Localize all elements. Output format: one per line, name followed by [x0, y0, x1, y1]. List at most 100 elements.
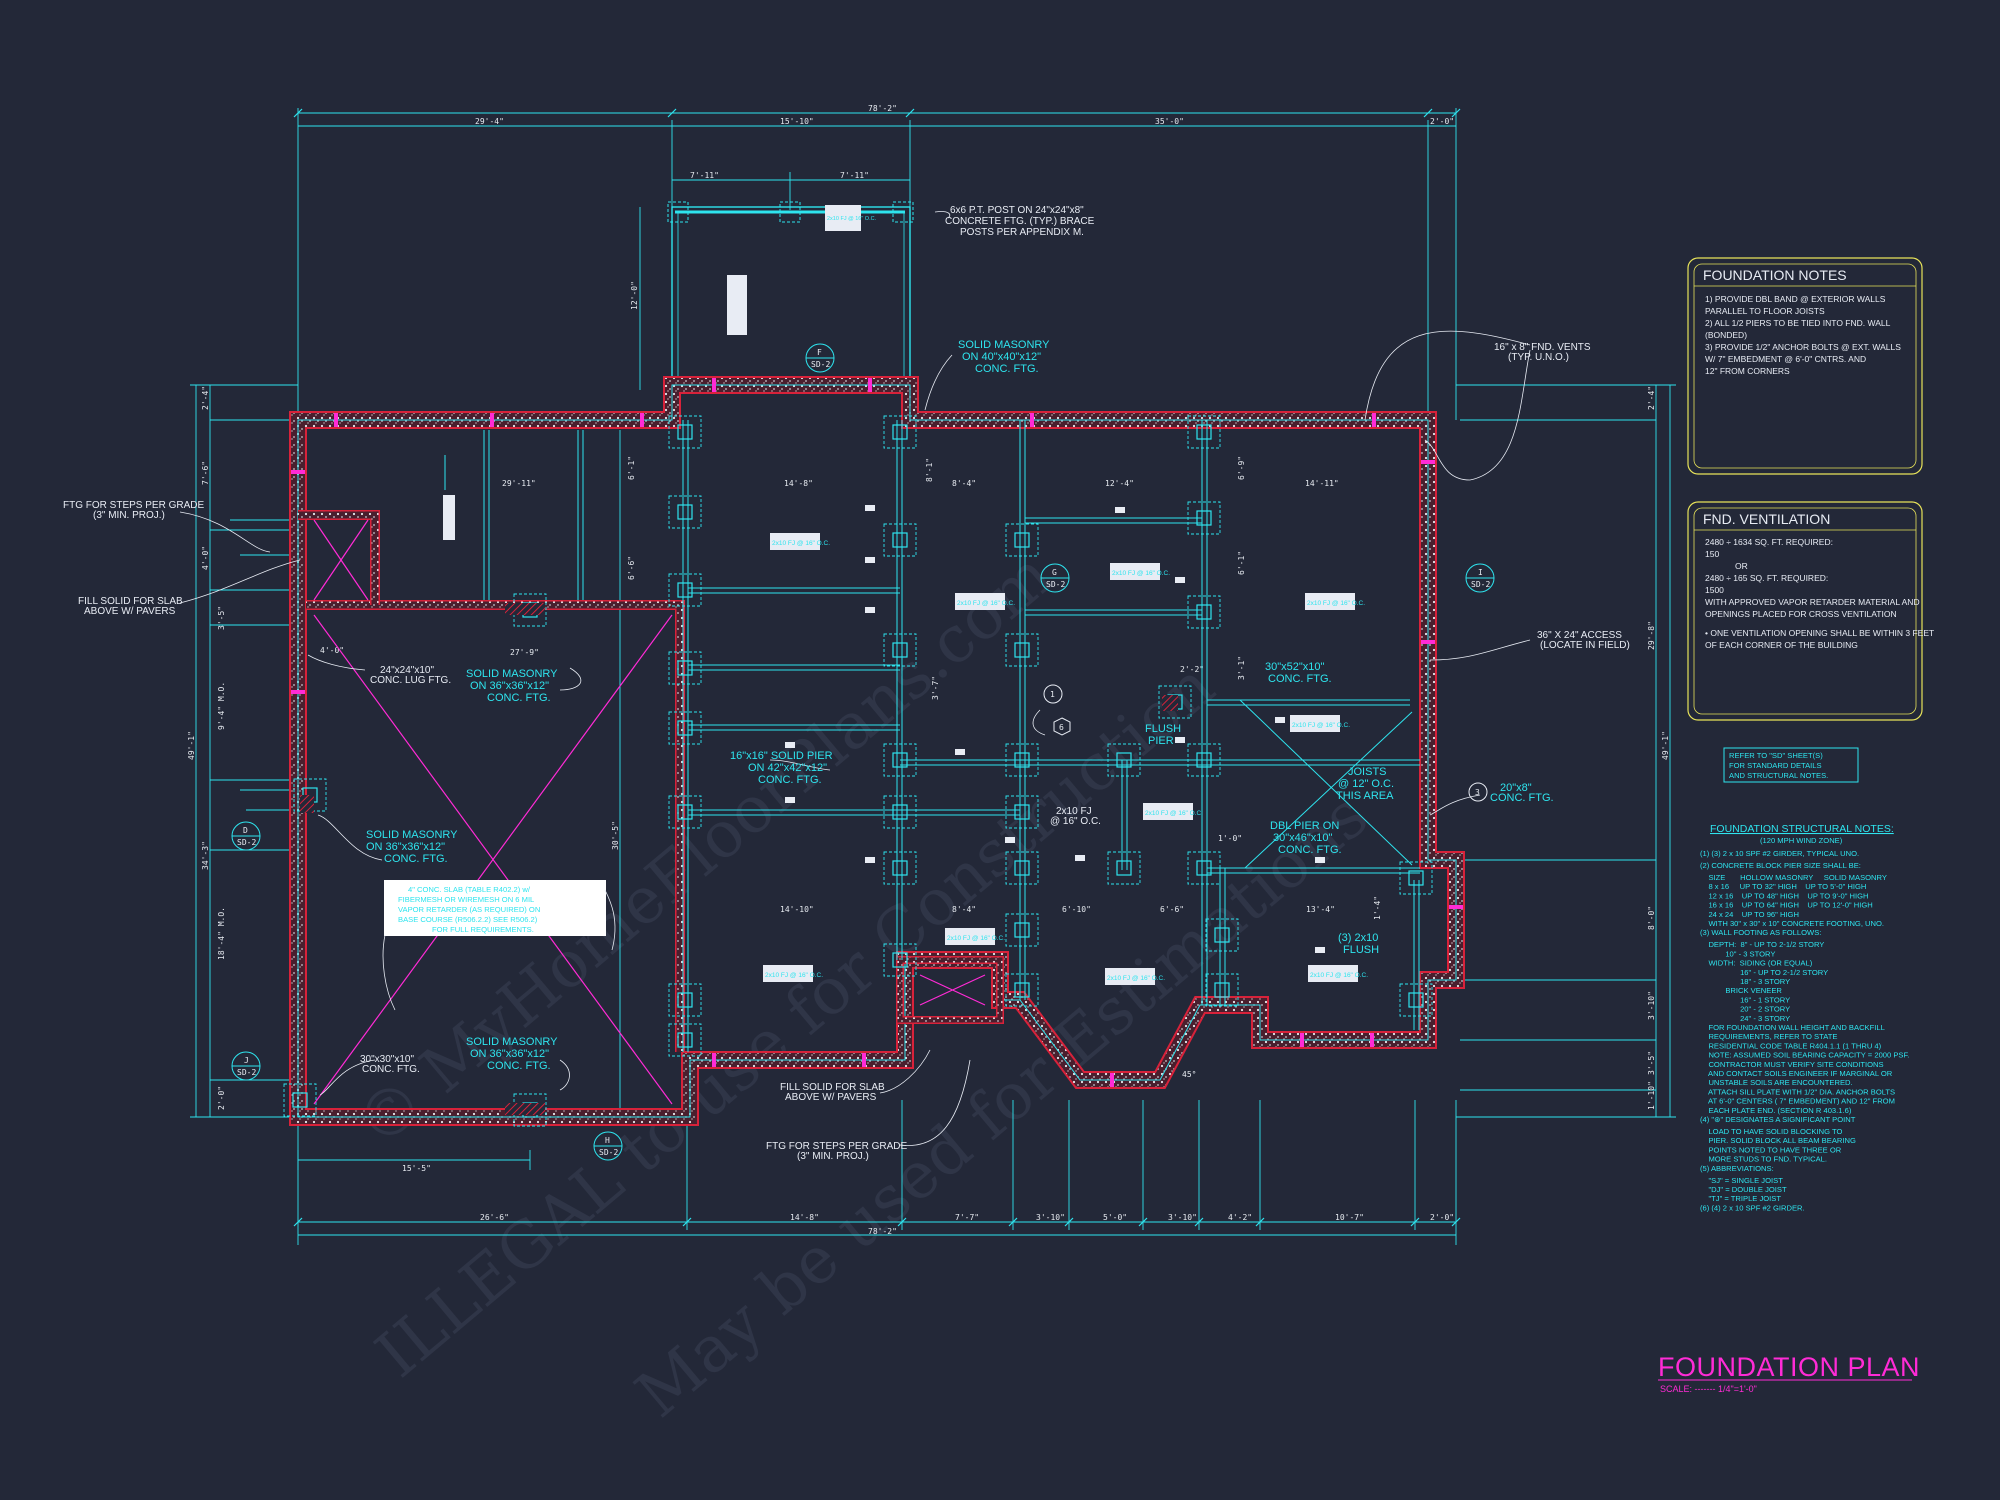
note-ref-6-num: 6	[1059, 723, 1064, 732]
structural-note-line: REQUIREMENTS, REFER TO STATE	[1700, 1032, 1837, 1041]
structural-note-line: NOTE: ASSUMED SOIL BEARING CAPACITY = 20…	[1700, 1051, 1909, 1060]
pier	[892, 642, 908, 658]
front-porch	[443, 201, 914, 540]
dim-top-seg-3: 35'-0"	[1155, 117, 1184, 126]
dim-bottom-seg-1: 26'-6"	[480, 1213, 509, 1222]
structural-note-line: FOR FOUNDATION WALL HEIGHT AND BACKFILL	[1700, 1023, 1885, 1032]
callout-access-2: (LOCATE IN FIELD)	[1540, 640, 1630, 651]
section-sheet: SD-2	[1046, 580, 1065, 589]
pier-footing	[1187, 595, 1221, 629]
section-letter: G	[1052, 568, 1057, 577]
structural-note-line: WITH 30" x 30" x 10" CONCRETE FOOTING, U…	[1700, 919, 1884, 928]
callout-solid-pier-2: ON 42"x42"x12"	[748, 762, 827, 774]
ventilation-line: WITH APPROVED VAPOR RETARDER MATERIAL AN…	[1705, 597, 1920, 607]
structural-note-line: SIZE HOLLOW MASONRY SOLID MASONRY	[1700, 873, 1887, 882]
dim-left-seg-4: 3'-5"	[217, 606, 226, 630]
callout-fj16-1: 2x10 FJ	[1056, 806, 1092, 817]
callout-solid-masonry-top-3: CONC. FTG.	[975, 363, 1039, 375]
structural-note-line: (2) CONCRETE BLOCK PIER SIZE SHALL BE:	[1700, 861, 1861, 870]
dim-int-20: 8'-1"	[925, 458, 934, 482]
structural-note-line: 24" - 3 STORY	[1700, 1014, 1790, 1023]
callout-solid-masonry-mid-2: ON 36"x36"x12"	[470, 680, 549, 692]
step-footings	[300, 603, 1178, 1115]
pier	[1214, 927, 1230, 943]
pier-footing	[668, 1023, 702, 1057]
callouts: 6x6 P.T. POST ON 24"x24"x8" CONCRETE FTG…	[63, 205, 1630, 1162]
leader-lines	[179, 211, 1531, 1146]
dim-int-23: 3'-1"	[1237, 656, 1246, 680]
callout-joists-1: JOISTS	[1348, 766, 1387, 778]
dim-int-5: 14'-11"	[1305, 479, 1339, 488]
pier-footing	[668, 573, 702, 607]
structural-note-line: DEPTH: 8" - UP TO 2-1/2 STORY	[1700, 940, 1824, 949]
dim-int-14: 1'-0"	[1218, 834, 1242, 843]
dim-int-15: 15'-5"	[402, 1164, 431, 1173]
callout-post-2: CONCRETE FTG. (TYP.) BRACE	[945, 216, 1095, 227]
callout-fill-solid-bottom-2: ABOVE W/ PAVERS	[785, 1092, 877, 1103]
joist-tag: 2x10 FJ @ 16" O.C.	[763, 965, 823, 982]
structural-note-line: 24 x 24 UP TO 96" HIGH	[1700, 910, 1799, 919]
structural-note-line: ATTACH SILL PLATE WITH 1/2" DIA. ANCHOR …	[1700, 1087, 1895, 1096]
joist-tag-text: 2x10 FJ @ 16" O.C.	[957, 600, 1015, 607]
dim-bottom-seg-9: 2'-0"	[1430, 1213, 1454, 1222]
structural-note-line: 10" - 3 STORY	[1700, 949, 1775, 958]
callout-solid-masonry-left-1: SOLID MASONRY	[366, 829, 458, 841]
callout-solid-masonry-mid-1: SOLID MASONRY	[466, 668, 558, 680]
dim-left-seg-7: 18'-4" M.O.	[217, 907, 226, 960]
dim-left-seg-1: 2'-4"	[201, 386, 210, 410]
dim-top-seg-4: 2'-0"	[1430, 117, 1454, 126]
dim-top-seg-1: 29'-4"	[475, 117, 504, 126]
pier-footing	[1205, 973, 1239, 1007]
slab-note-line: 4" CONC. SLAB (TABLE R402.2) w/	[408, 885, 531, 894]
section-letter: F	[817, 348, 822, 357]
dim-right-seg-6: 1'-10"	[1647, 1081, 1656, 1110]
joist-marker	[865, 557, 875, 563]
pier	[1408, 992, 1424, 1008]
joist-tag-text: 2x10 FJ @ 16" O.C.	[772, 540, 830, 547]
joist-tag-text: 2x10 FJ @ 16" O.C.	[1310, 972, 1368, 979]
slab-note: 4" CONC. SLAB (TABLE R402.2) w/ FIBERMES…	[384, 880, 606, 936]
joist-tag-text: 2x10 FJ @ 16" O.C.	[1112, 570, 1170, 577]
refer-sd-line: AND STRUCTURAL NOTES.	[1729, 771, 1828, 780]
pier-footing	[883, 851, 917, 885]
callout-dbl-pier-2: 30"x46"x10"	[1273, 832, 1333, 844]
pier	[1196, 424, 1212, 440]
structural-notes: FOUNDATION STRUCTURAL NOTES: (120 MPH WI…	[1700, 823, 1909, 1212]
joist-marker	[785, 797, 795, 803]
foundation-notes-panel: FOUNDATION NOTES 1) PROVIDE DBL BAND @ E…	[1687, 257, 1923, 475]
joist-marker	[1175, 737, 1185, 743]
callout-flush-pier-1: FLUSH	[1145, 723, 1181, 735]
foundation-note-line: W/ 7" EMBEDMENT @ 6'-0" CNTRS. AND	[1705, 354, 1866, 364]
pier-footing	[668, 495, 702, 529]
note-ref-6: 6	[1053, 717, 1071, 736]
callout-flush-2x10-1: (3) 2x10	[1338, 932, 1378, 944]
pier-footing	[1005, 913, 1039, 947]
joist-tag: 2x10 FJ @ 16" O.C.	[945, 928, 1005, 945]
callout-fill-solid-bottom-1: FILL SOLID FOR SLAB	[780, 1082, 885, 1093]
joist-marker	[1315, 857, 1325, 863]
joist-marker	[1005, 837, 1015, 843]
dim-int-4: 12'-4"	[1105, 479, 1134, 488]
callout-fj16-2: @ 16" O.C.	[1050, 816, 1101, 827]
callout-solid-masonry-left-2: ON 36"x36"x12"	[366, 841, 445, 853]
pier	[892, 532, 908, 548]
slab-note-line: FIBERMESH OR WIREMESH ON 6 MIL	[398, 895, 534, 904]
section-tag-f: F SD-2	[805, 343, 835, 373]
callout-dbl-pier-3: CONC. FTG.	[1278, 844, 1342, 856]
structural-note-line: RESIDENTIAL CODE TABLE R404.1.1 (1 THRU …	[1700, 1041, 1882, 1050]
pier	[892, 424, 908, 440]
callout-flush-pier-2: PIER	[1148, 735, 1174, 747]
plan-scale: SCALE: ------- 1/4"=1'-0"	[1660, 1384, 1757, 1394]
foundation-notes-title: FOUNDATION NOTES	[1703, 267, 1847, 283]
callout-fill-solid-left-2: ABOVE W/ PAVERS	[84, 606, 176, 617]
pier-footing	[1107, 743, 1141, 777]
dim-bottom-seg-5: 5'-0"	[1103, 1213, 1127, 1222]
structural-note-line: UNSTABLE SOILS ARE ENCOUNTERED.	[1700, 1078, 1853, 1087]
section-letter: I	[1478, 568, 1483, 577]
pier	[1196, 604, 1212, 620]
structural-note-line: AT 6'-0" CENTERS ( 7" EMBEDMENT) AND 12"…	[1700, 1097, 1895, 1106]
dimension-labels-top: 78'-2" 29'-4" 15'-10" 35'-0" 2'-0" 7'-11…	[475, 104, 1454, 310]
joist-tag: 2x10 FJ @ 16" O.C.	[1143, 803, 1203, 820]
dim-int-11: 6'-10"	[1062, 905, 1091, 914]
callout-vents-2: (TYP. U.N.O.)	[1508, 352, 1569, 363]
